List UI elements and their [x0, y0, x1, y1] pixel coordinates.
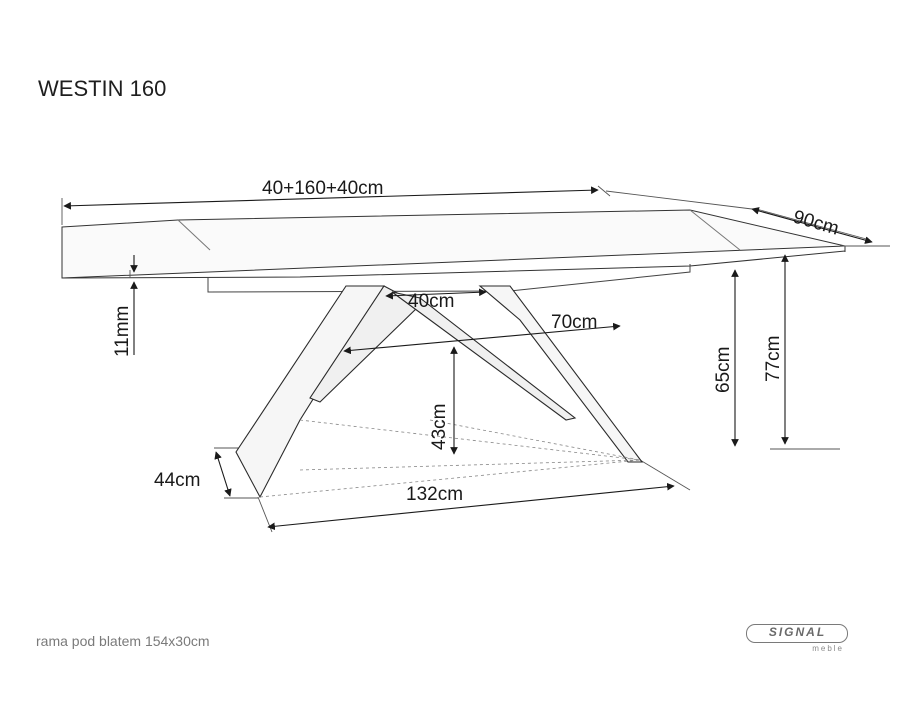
dim-line-leg-depth [214, 451, 232, 497]
dim-line-base-length [267, 482, 675, 531]
extension-seam-left [177, 219, 211, 251]
label-total-length: 40+160+40cm [262, 178, 384, 199]
leg-right [478, 285, 644, 463]
label-frame-top-span: 40cm [408, 291, 454, 312]
logo-frame [746, 624, 848, 643]
label-under-frame-height: 65cm [713, 347, 734, 393]
dim-line-frame-mid [343, 322, 621, 355]
label-leg-depth: 44cm [154, 470, 200, 491]
label-total-height: 77cm [763, 336, 784, 382]
dimension-lines [63, 186, 873, 531]
extension-seam-right [689, 209, 741, 251]
leg-left [235, 285, 385, 499]
dimension-labels: 40+160+40cm 90cm 11mm 40cm 70cm 65cm 77c… [112, 178, 841, 505]
logo-brand: SIGNAL [768, 625, 827, 639]
label-cross-height: 43cm [429, 404, 450, 450]
base-projection [259, 419, 641, 498]
label-top-thickness: 11mm [112, 306, 133, 357]
brand-logo: SIGNAL meble [746, 624, 850, 653]
table-top-front-edge [61, 250, 846, 279]
table-top [61, 209, 846, 293]
dim-line-total-length [63, 186, 599, 210]
frame-note: rama pod blatem 154x30cm [36, 633, 210, 649]
product-title: WESTIN 160 [38, 76, 167, 101]
label-frame-mid-span: 70cm [551, 312, 597, 333]
label-base-length: 132cm [406, 484, 463, 505]
table-top-surface [61, 209, 846, 279]
dim-line-frame-top [385, 288, 487, 300]
dim-line-depth [751, 207, 873, 244]
logo-sub: meble [812, 644, 844, 653]
